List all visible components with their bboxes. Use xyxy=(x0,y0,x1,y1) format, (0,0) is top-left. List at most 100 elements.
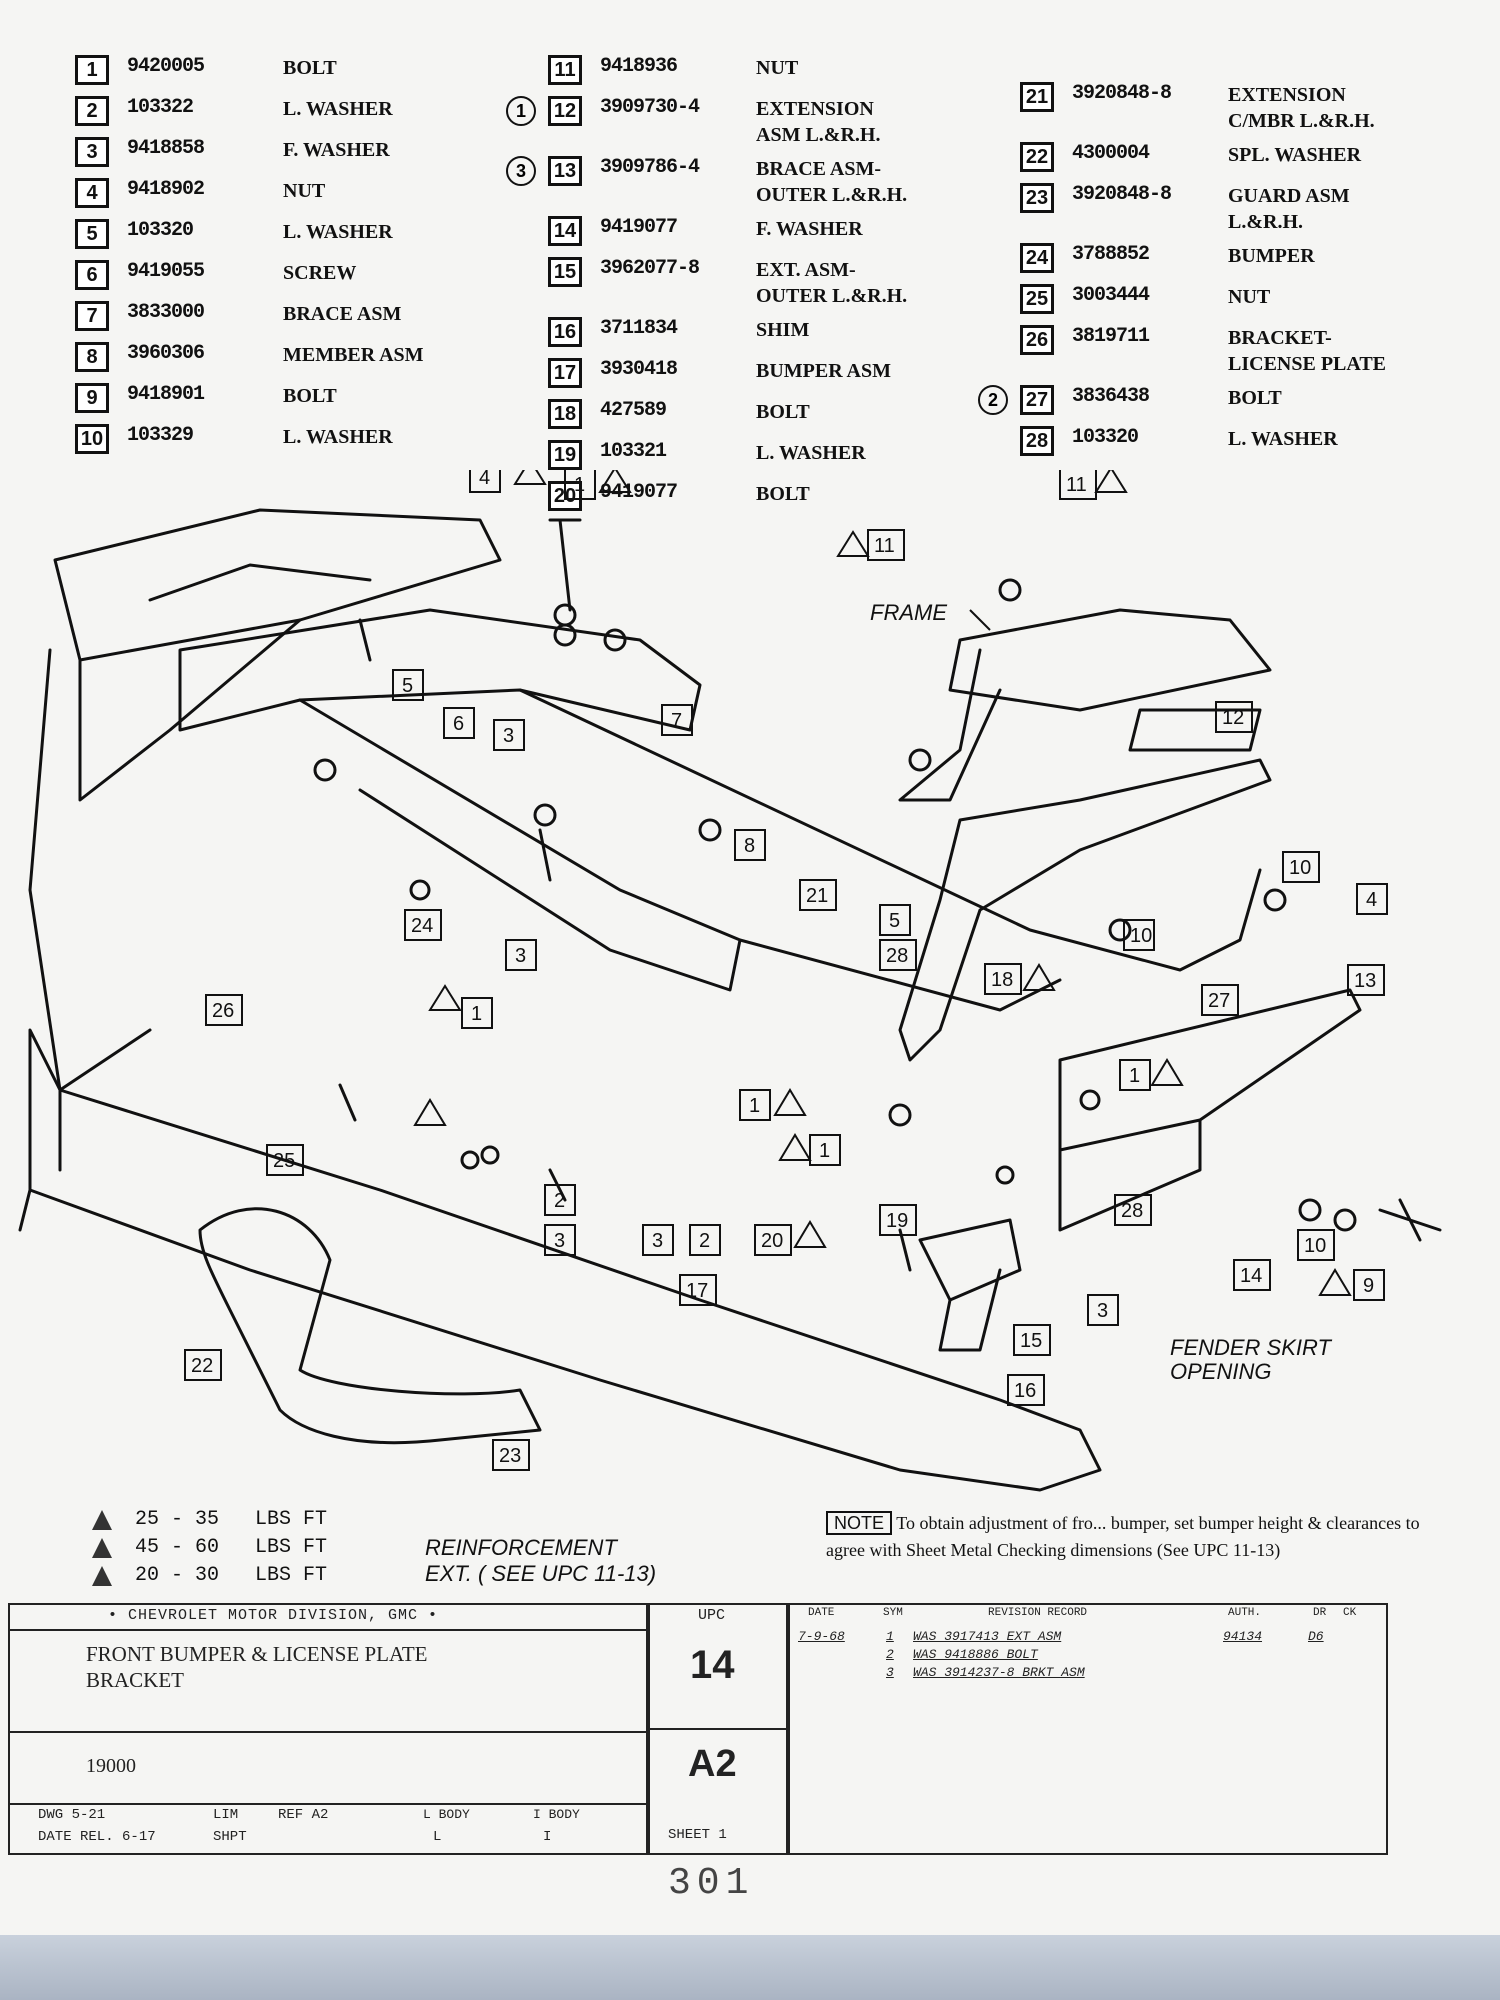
part-ref-number: 6 xyxy=(75,260,109,290)
field-lim: LIM xyxy=(213,1807,239,1823)
part-number: 103322 xyxy=(127,96,194,119)
torque-symbol-icon xyxy=(92,1538,112,1558)
bumper-guard-24 xyxy=(198,1207,542,1445)
svg-text:13: 13 xyxy=(1354,970,1376,992)
part-description: F. WASHER xyxy=(756,218,863,240)
part-description: EXT. ASM- OUTER L.&R.H. xyxy=(756,259,908,307)
part-description: F. WASHER xyxy=(283,139,390,161)
part-ref-number: 23 xyxy=(1020,183,1054,213)
field-ref: REF A2 xyxy=(278,1807,329,1823)
part-description: BUMPER xyxy=(1228,245,1315,267)
part-ref-number: 17 xyxy=(548,358,582,388)
svg-text:1: 1 xyxy=(1129,1065,1140,1087)
svg-text:1: 1 xyxy=(819,1140,830,1162)
revision-header: REVISION RECORD xyxy=(988,1607,1088,1619)
field-i: I xyxy=(543,1829,552,1845)
part-description: BOLT xyxy=(283,385,337,407)
svg-text:21: 21 xyxy=(806,885,828,907)
part-description: L. WASHER xyxy=(1228,428,1338,450)
svg-text:2: 2 xyxy=(554,1190,565,1212)
svg-text:14: 14 xyxy=(1240,1265,1262,1287)
part-description: NUT xyxy=(756,57,799,79)
revision-note-marker: 3 xyxy=(506,156,536,186)
revision-sym: 2 xyxy=(886,1647,894,1662)
revision-note-marker: 2 xyxy=(978,385,1008,415)
part-ref-number: 4 xyxy=(75,178,109,208)
part-description: BOLT xyxy=(756,483,810,505)
part-ref-number: 22 xyxy=(1020,142,1054,172)
svg-text:10: 10 xyxy=(1130,925,1152,947)
part-number: 9420005 xyxy=(127,55,205,78)
part-row: 27 2 3836438 BOLT xyxy=(978,385,1386,426)
svg-text:28: 28 xyxy=(886,945,908,967)
part-ref-number: 25 xyxy=(1020,284,1054,314)
part-description: BOLT xyxy=(1228,387,1282,409)
part-number: 3909786-4 xyxy=(600,156,700,179)
field-l: L xyxy=(433,1829,442,1845)
part-description: BOLT xyxy=(283,57,337,79)
part-description: BOLT xyxy=(756,401,810,423)
revision-header: SYM xyxy=(883,1607,903,1619)
svg-text:5: 5 xyxy=(889,910,900,932)
svg-text:15: 15 xyxy=(1020,1330,1042,1352)
part-ref-number: 10 xyxy=(75,424,109,454)
part-number: 103320 xyxy=(1072,426,1139,449)
outer-brace-13 xyxy=(1058,988,1362,1152)
svg-text:3: 3 xyxy=(554,1230,565,1252)
part-number: 9419077 xyxy=(600,216,678,239)
part-number: 3962077-8 xyxy=(600,257,700,280)
svg-text:4: 4 xyxy=(479,470,490,489)
part-ref-number: 24 xyxy=(1020,243,1054,273)
torque-value: 45 - 60 xyxy=(135,1536,220,1559)
part-number: 9418936 xyxy=(600,55,678,78)
part-number: 3836438 xyxy=(1072,385,1150,408)
part-ref-number: 11 xyxy=(548,55,582,85)
part-number: 3788852 xyxy=(1072,243,1150,266)
part-ref-number: 3 xyxy=(75,137,109,167)
part-number: 3960306 xyxy=(127,342,205,365)
part-description: L. WASHER xyxy=(756,442,866,464)
torque-unit: LBS FT xyxy=(255,1536,328,1559)
field-l-body: L BODY xyxy=(423,1807,470,1822)
part-ref-number: 8 xyxy=(75,342,109,372)
part-description: SHIM xyxy=(756,319,810,341)
svg-text:1: 1 xyxy=(574,474,585,496)
note-label: NOTE xyxy=(826,1511,893,1535)
drawing-number: DWG 5-21 xyxy=(38,1807,106,1823)
revision-sym: 3 xyxy=(886,1665,894,1680)
part-description: SCREW xyxy=(283,262,357,284)
adjustment-note: NOTE To obtain adjustment of fro... bump… xyxy=(826,1510,1426,1564)
svg-text:3: 3 xyxy=(652,1230,663,1252)
page-number: 301 xyxy=(668,1862,755,1905)
part-number: 9418901 xyxy=(127,383,205,406)
part-description: BRACE ASM xyxy=(283,303,402,325)
part-description: SPL. WASHER xyxy=(1228,144,1362,166)
part-description: BRACKET- LICENSE PLATE xyxy=(1228,327,1387,375)
title-block: • CHEVROLET MOTOR DIVISION, GMC • FRONT … xyxy=(8,1603,1388,1855)
svg-text:1: 1 xyxy=(749,1095,760,1117)
part-ref-number: 27 xyxy=(1020,385,1054,415)
member-assembly xyxy=(178,608,702,732)
svg-text:6: 6 xyxy=(453,713,464,735)
svg-text:25: 25 xyxy=(273,1150,295,1172)
svg-text:16: 16 xyxy=(1014,1380,1036,1402)
svg-text:18: 18 xyxy=(991,969,1013,991)
svg-text:12: 12 xyxy=(1222,707,1244,729)
revision-record: WAS 9418886 BOLT xyxy=(913,1647,1038,1662)
